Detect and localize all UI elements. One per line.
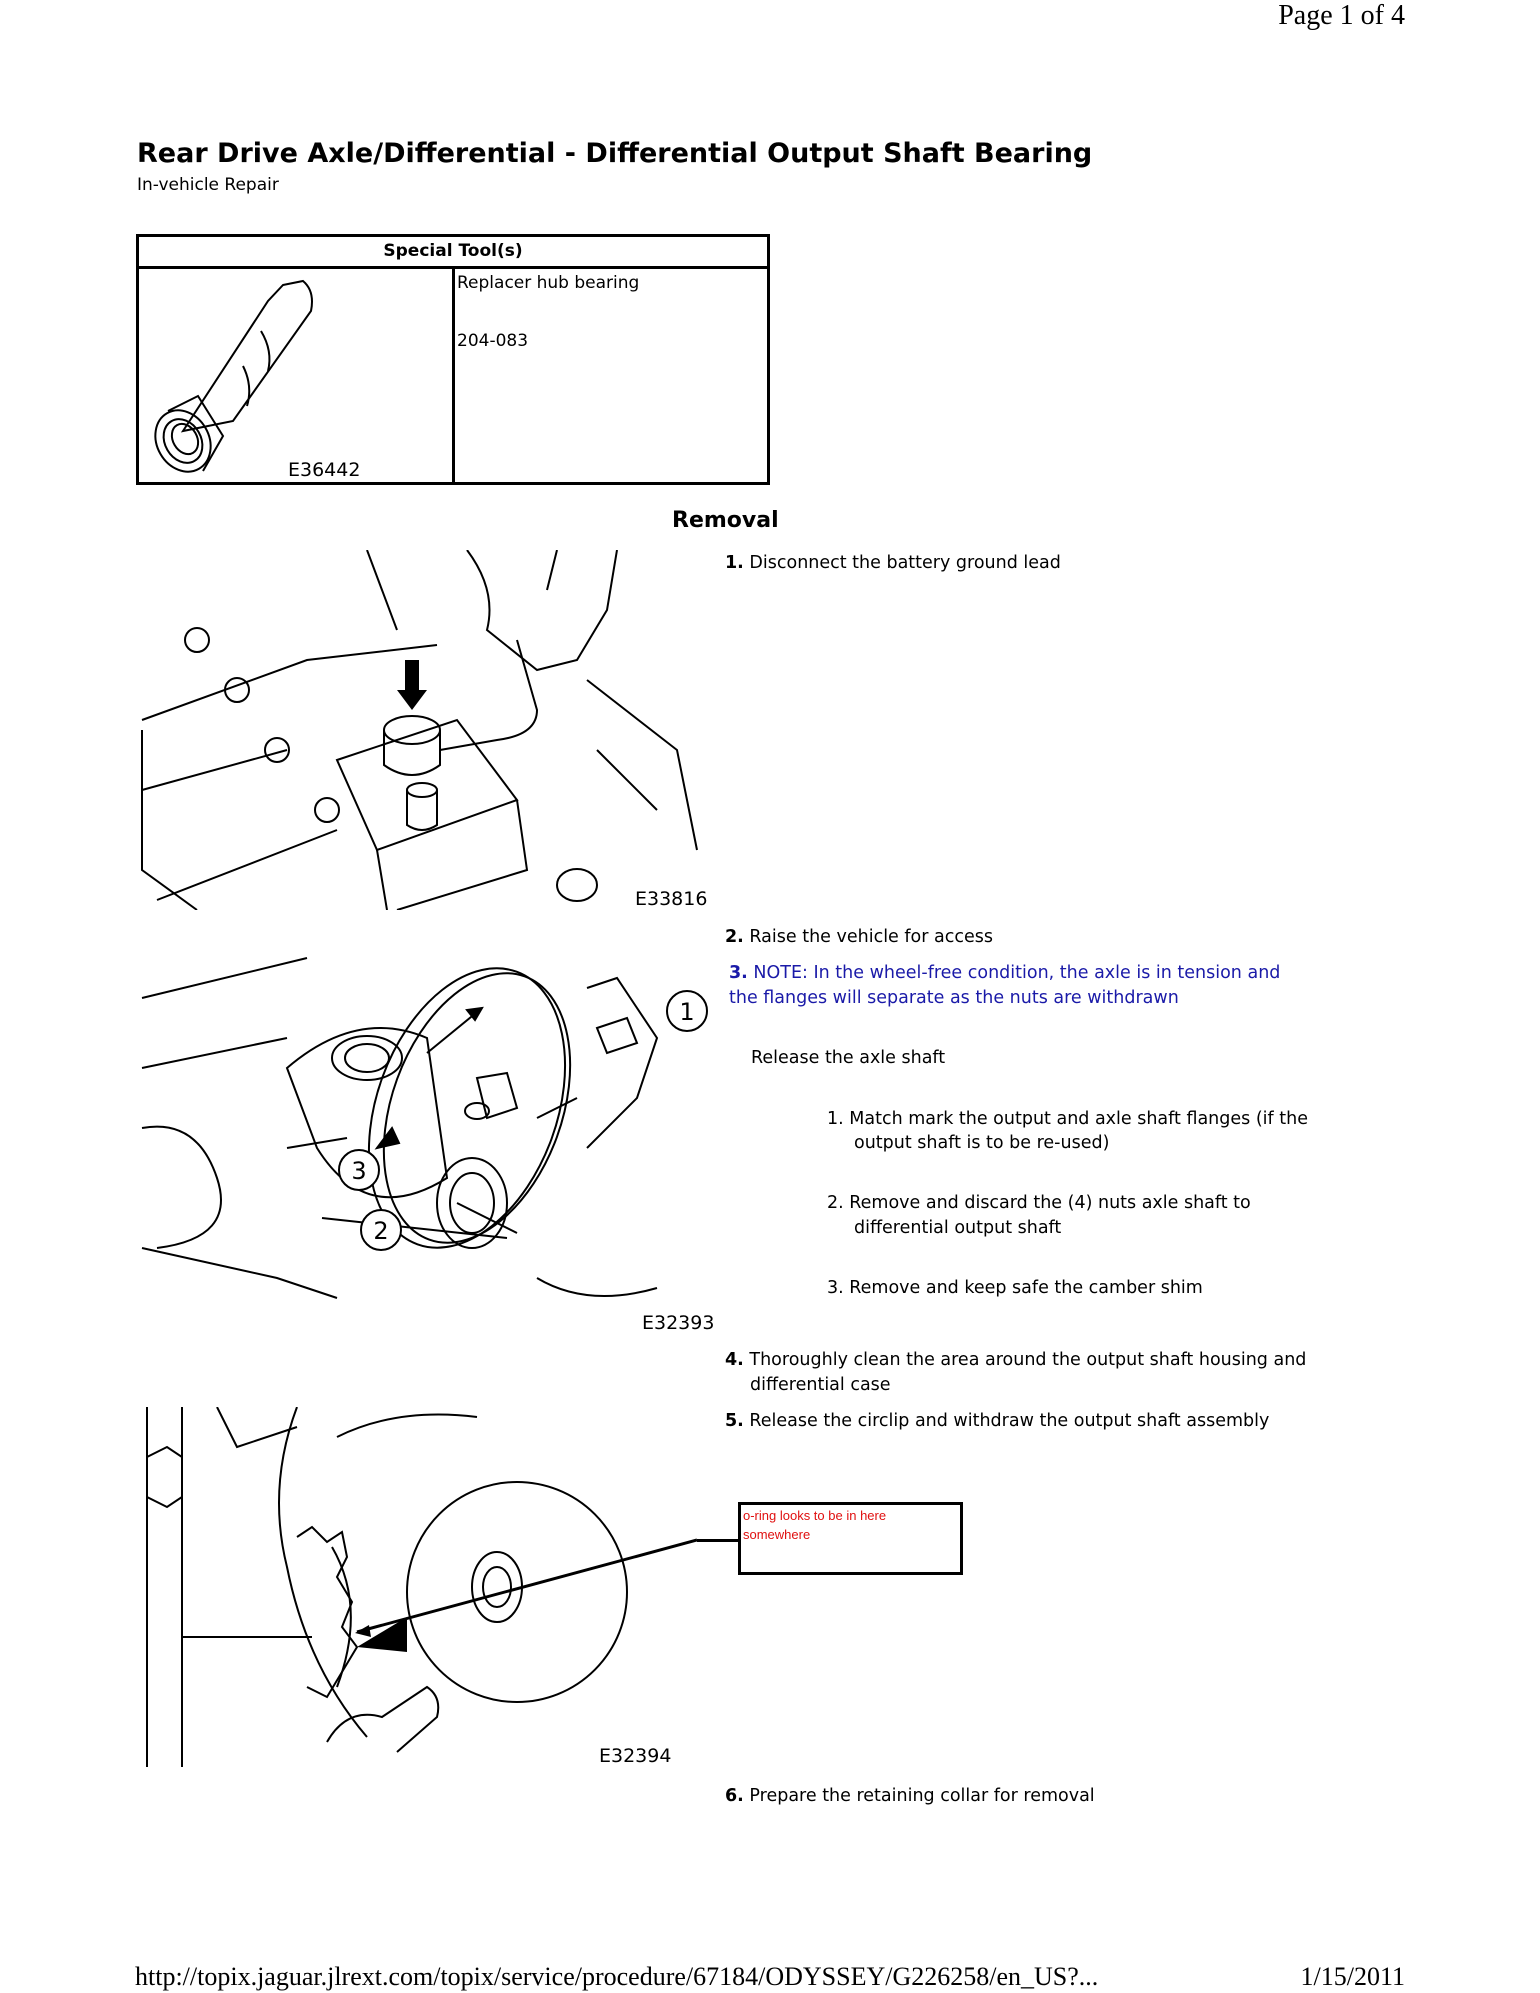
substep-number: 2. [827, 1193, 844, 1213]
battery-ground-lead-figure: E33816 [141, 550, 707, 910]
tool-number: 204-083 [457, 331, 529, 351]
step-text: Release the circlip and withdraw the out… [749, 1411, 1270, 1431]
axle-shaft-flange-figure: 1 2 3 E32393 [141, 957, 713, 1334]
step-5: 5. Release the circlip and withdraw the … [725, 1411, 1269, 1431]
figure-label: E33816 [635, 888, 707, 910]
step-text: Raise the vehicle for access [749, 927, 993, 947]
step-number: 3. [729, 963, 748, 983]
step-2: 2. Raise the vehicle for access [725, 927, 993, 947]
annotation-line-2: somewhere [743, 1527, 811, 1542]
output-shaft-circlip-figure: E32394 [146, 1407, 697, 1767]
step-number: 4. [725, 1350, 744, 1370]
substep-2-cont: differential output shaft [854, 1218, 1062, 1238]
substep-2: 2. Remove and discard the (4) nuts axle … [827, 1193, 1251, 1213]
substep-3: 3. Remove and keep safe the camber shim [827, 1278, 1203, 1298]
step-number: 2. [725, 927, 744, 947]
special-tools-heading: Special Tool(s) [139, 237, 767, 269]
tool-image-label: E36442 [288, 459, 360, 481]
footer-date: 1/15/2011 [1300, 1962, 1405, 1991]
step-number: 6. [725, 1786, 744, 1806]
step-number: 1. [725, 553, 744, 573]
page-indicator: Page 1 of 4 [1278, 0, 1405, 31]
step-3-note-cont: the flanges will separate as the nuts ar… [729, 988, 1179, 1008]
substep-text: Remove and discard the (4) nuts axle sha… [849, 1193, 1251, 1213]
step-text: Thoroughly clean the area around the out… [749, 1350, 1307, 1370]
substep-number: 1. [827, 1109, 844, 1129]
substep-text: Remove and keep safe the camber shim [849, 1278, 1203, 1298]
page-title: Rear Drive Axle/Differential - Different… [137, 138, 1093, 169]
step-1: 1. Disconnect the battery ground lead [725, 553, 1061, 573]
annotation-line-1: o-ring looks to be in here [743, 1508, 887, 1523]
substep-number: 3. [827, 1278, 844, 1298]
footer-url[interactable]: http://topix.jaguar.jlrext.com/topix/ser… [135, 1962, 1099, 1991]
annotation-box: o-ring looks to be in here somewhere [738, 1502, 963, 1575]
step-3-note: 3. NOTE: In the wheel-free condition, th… [729, 963, 1280, 983]
special-tools-table: Special Tool(s) E36442 Replacer hub bear… [136, 234, 770, 485]
page-subtitle: In-vehicle Repair [137, 175, 279, 195]
step-4: 4. Thoroughly clean the area around the … [725, 1350, 1306, 1370]
callout-1: 1 [679, 998, 694, 1026]
step-6: 6. Prepare the retaining collar for remo… [725, 1786, 1095, 1806]
step-4-cont: differential case [750, 1375, 891, 1395]
table-divider [452, 266, 455, 482]
callout-3: 3 [351, 1157, 366, 1185]
note-text: NOTE: In the wheel-free condition, the a… [753, 963, 1281, 983]
step-text: Disconnect the battery ground lead [749, 553, 1061, 573]
figure-label: E32393 [642, 1312, 713, 1334]
hub-bearing-replacer-image: E36442 [154, 279, 360, 481]
step-number: 5. [725, 1411, 744, 1431]
tool-name: Replacer hub bearing [457, 273, 640, 293]
step-text: Prepare the retaining collar for removal [749, 1786, 1095, 1806]
annotation-leader-line [697, 1539, 738, 1542]
substep-text: Match mark the output and axle shaft fla… [849, 1109, 1308, 1129]
figure-label: E32394 [599, 1745, 671, 1767]
callout-2: 2 [373, 1217, 388, 1245]
step-3-text: Release the axle shaft [751, 1048, 946, 1068]
substep-1: 1. Match mark the output and axle shaft … [827, 1109, 1308, 1129]
removal-heading: Removal [672, 508, 779, 533]
substep-1-cont: output shaft is to be re-used) [854, 1133, 1110, 1153]
